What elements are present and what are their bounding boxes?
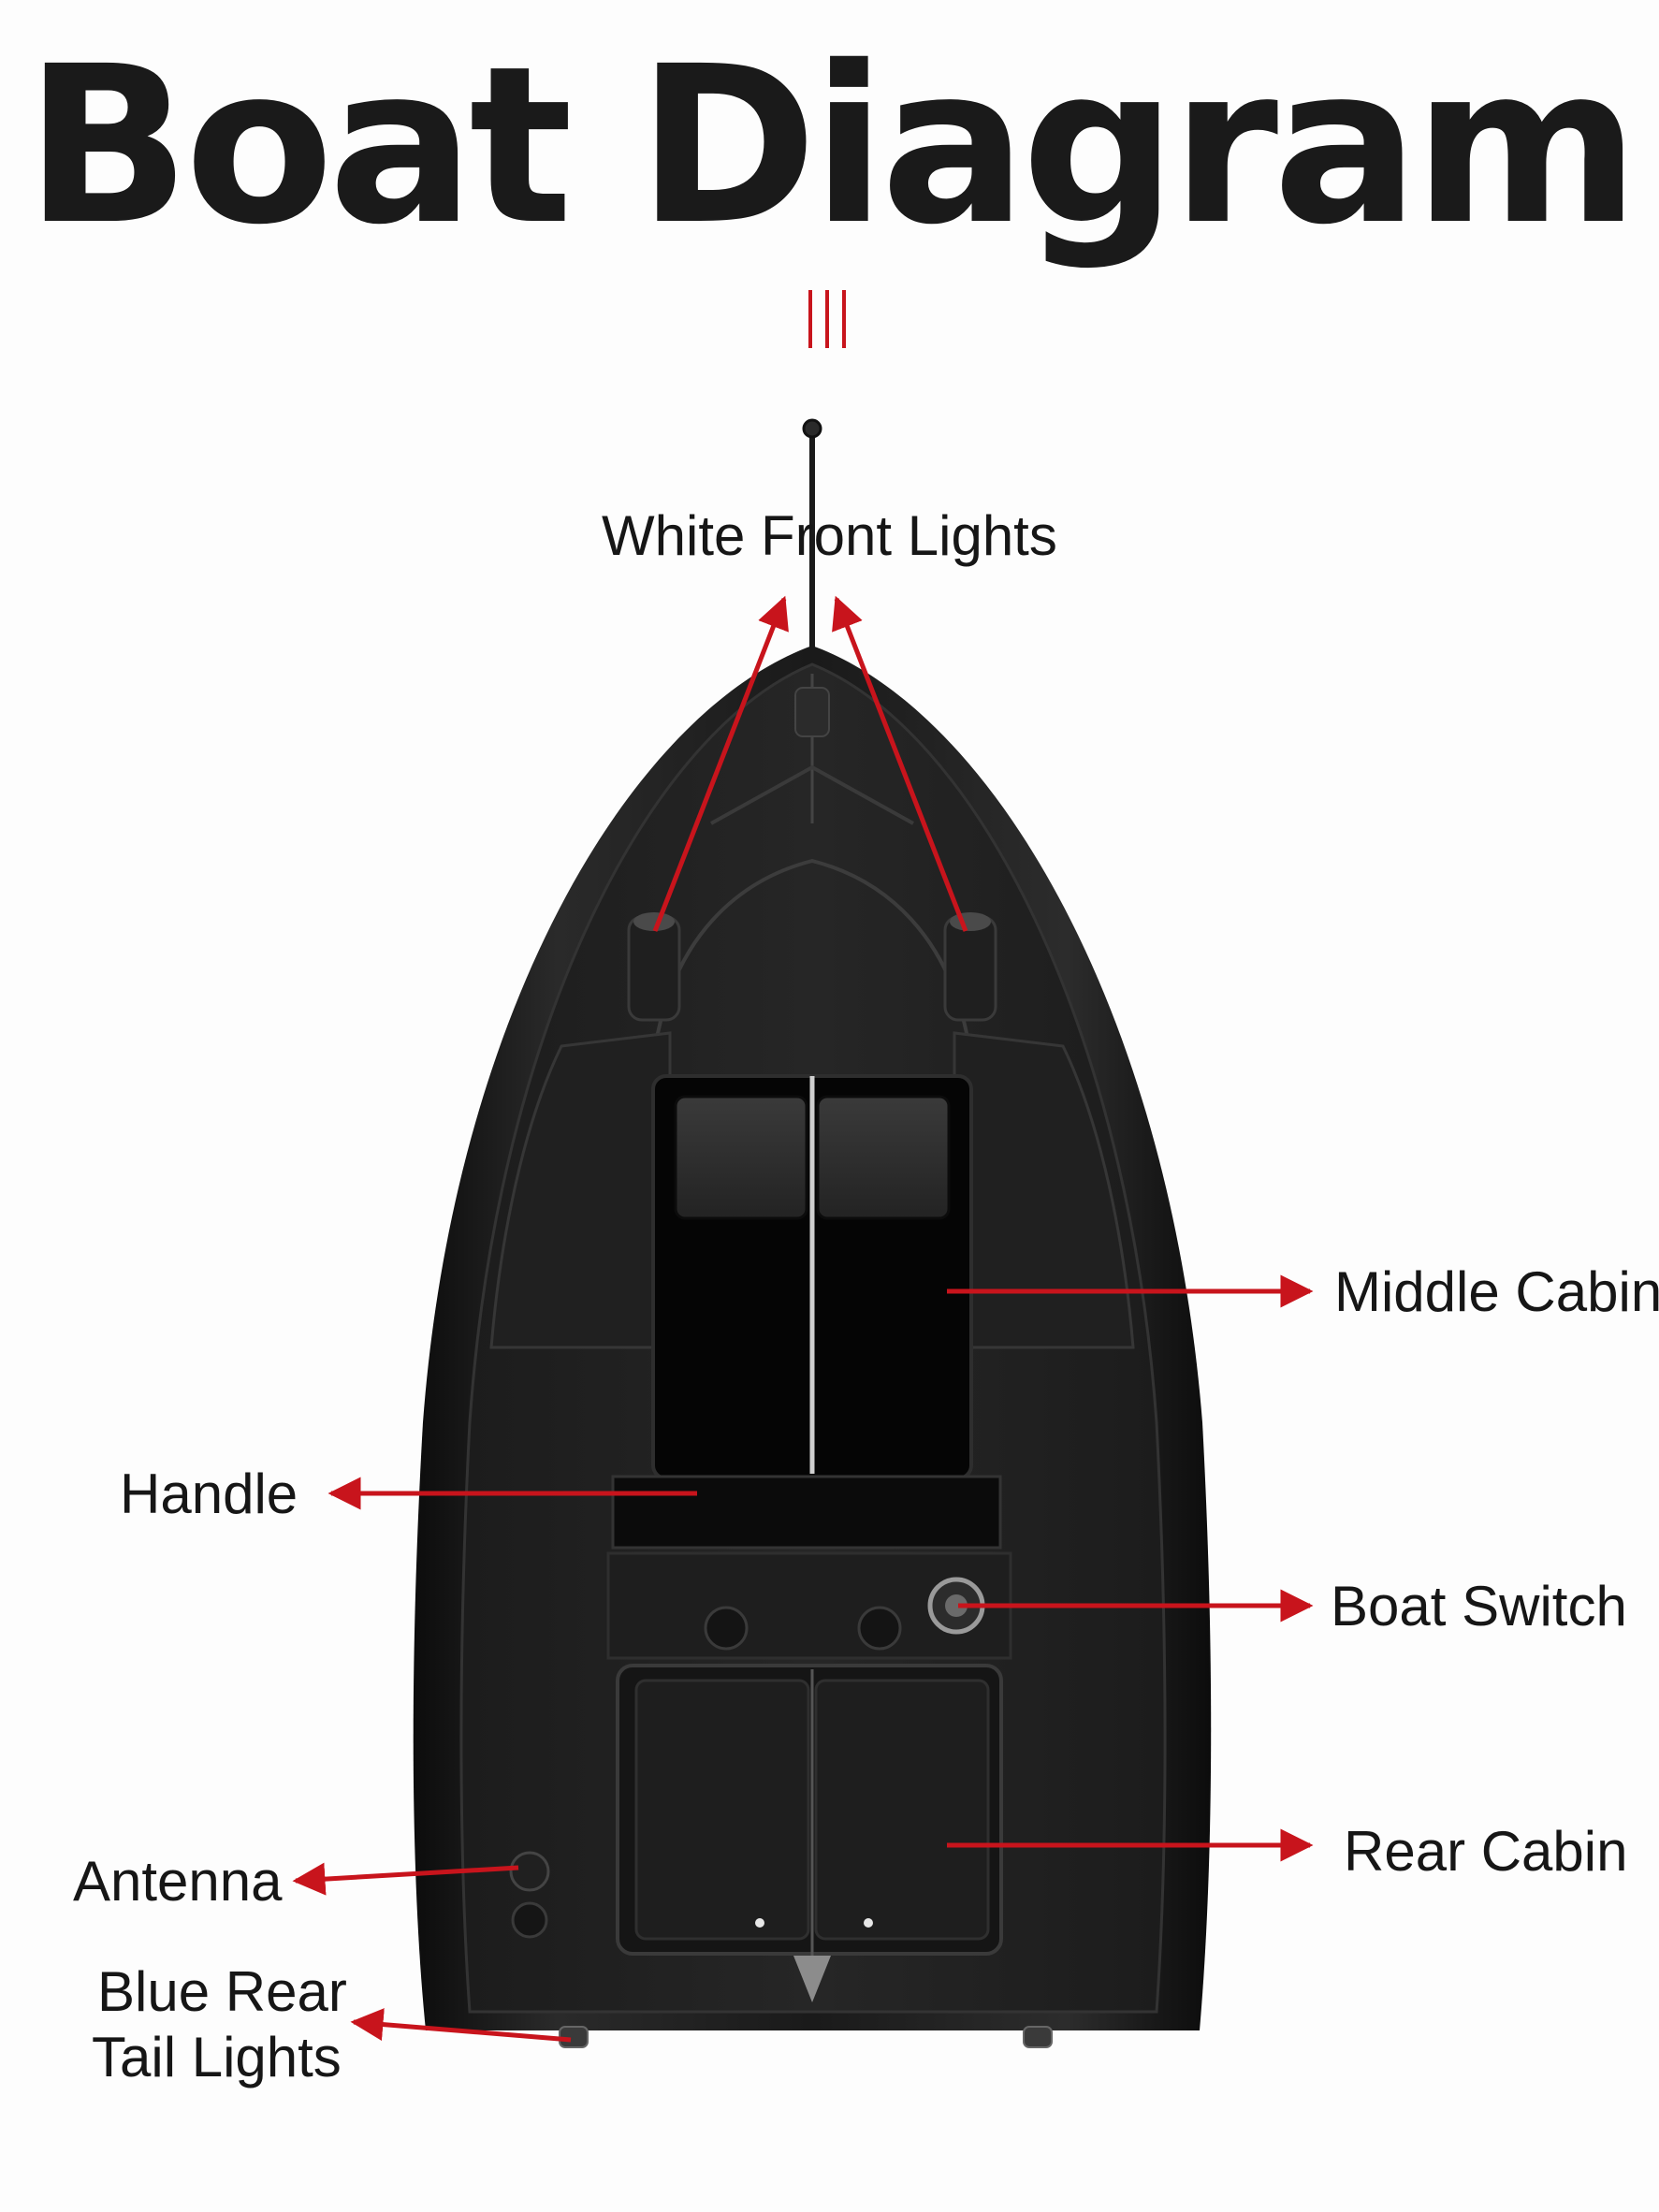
- arrow-front-light-right: [832, 595, 968, 932]
- callout-arrows: [292, 595, 1314, 2043]
- handle: [611, 1475, 1002, 1550]
- label-tail-lights-line1: Blue Rear: [97, 1960, 347, 2023]
- label-middle-cabin: Middle Cabin: [1334, 1260, 1659, 1323]
- bow-antenna: [802, 418, 822, 674]
- arrow-antenna: [292, 1862, 519, 1896]
- middle-cabin: [651, 1074, 973, 1480]
- label-handle: Handle: [120, 1463, 298, 1525]
- title-tick-marks: [808, 290, 846, 348]
- rear-cabin: [616, 1664, 1003, 1956]
- boat-switch: [927, 1577, 985, 1635]
- page-title: Boat Diagram: [24, 20, 1640, 272]
- label-front-lights: White Front Lights: [602, 504, 1057, 567]
- label-antenna: Antenna: [73, 1850, 283, 1913]
- arrow-front-light-left: [652, 595, 789, 932]
- label-boat-switch: Boat Switch: [1331, 1575, 1627, 1637]
- rear-antenna: [509, 1851, 550, 1939]
- label-tail-lights-line2: Tail Lights: [92, 2026, 342, 2088]
- label-rear-cabin: Rear Cabin: [1344, 1820, 1628, 1883]
- arrow-tail-lights: [350, 2008, 572, 2043]
- front-light-right: [943, 912, 997, 1022]
- tail-light-right: [1023, 2026, 1053, 2048]
- front-light-left: [627, 912, 681, 1022]
